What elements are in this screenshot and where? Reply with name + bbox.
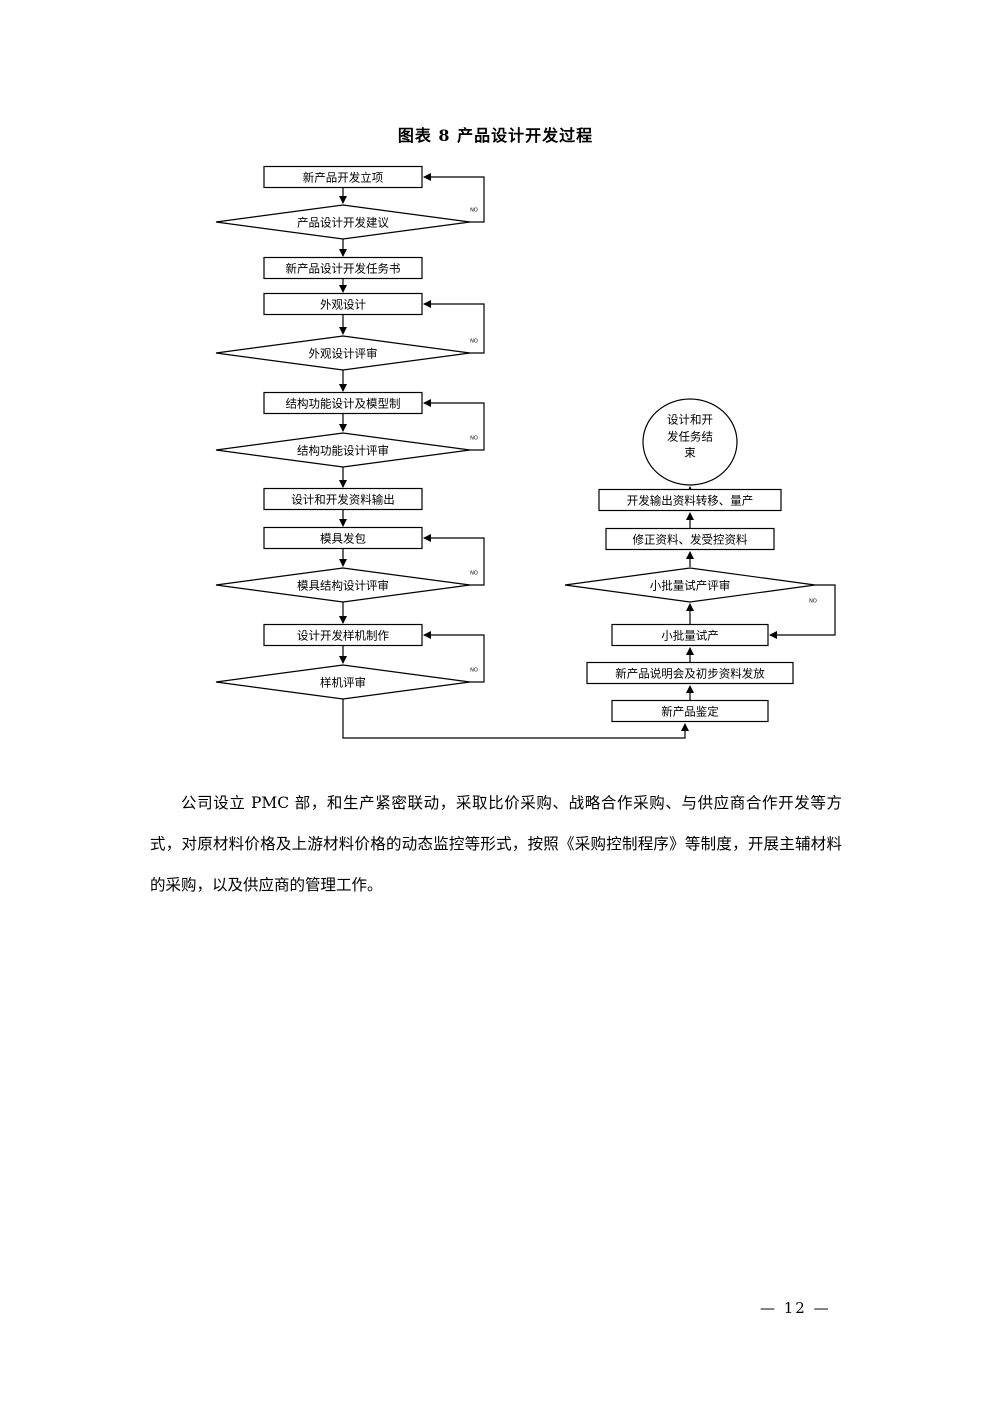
loop-d2-n3 [423,300,485,354]
loop-d1-n1-no-label: NO [470,208,478,214]
loop-d3-n4-no-label: NO [470,436,478,442]
process-box-n5 [263,487,423,511]
process-box-r4 [605,527,775,551]
loop-rd1-r3-no-label: NO [809,599,817,605]
loop-d4-n6-no-label: NO [470,571,478,577]
process-box-r2 [586,661,794,685]
flowchart: 新产品开发立项产品设计开发建议新产品设计开发任务书外观设计外观设计评审结构功能设… [215,165,836,739]
decision-label-d2: 外观设计评审 [309,347,378,361]
decision-d4 [215,567,471,603]
process-box-n7 [263,623,423,647]
process-label-r3: 小批量试产 [661,629,719,643]
process-label-n7: 设计开发样机制作 [297,629,389,643]
loop-d4-n6 [423,534,485,586]
process-label-n4: 结构功能设计及模型制 [286,397,401,411]
decision-d1 [215,204,471,240]
process-box-n6 [263,526,423,550]
end-label-line2: 发任务结 [667,430,713,444]
figure-caption: 图表 8 产品设计开发过程 [397,126,594,145]
process-box-n1 [263,165,423,189]
decision-label-rd1: 小批量试产评审 [650,579,731,593]
loop-d5-n7 [423,631,485,683]
decision-d3 [215,432,471,468]
loop-d3-n4 [423,399,485,451]
loop-d1-n1 [423,173,485,223]
process-label-r2: 新产品说明会及初步资料发放 [615,667,765,681]
process-label-n6: 模具发包 [320,532,366,546]
process-box-r3 [611,623,769,647]
process-box-n2 [263,256,423,280]
decision-d5 [215,664,471,700]
body-paragraph: 公司设立 PMC 部，和生产紧密联动，采取比价采购、战略合作采购、与供应商合作开… [150,794,842,894]
decision-d2 [215,335,471,371]
process-box-r1 [611,699,769,723]
process-box-n4 [263,391,423,415]
decision-label-d5: 样机评审 [320,676,366,690]
process-box-n3 [263,292,423,316]
process-label-r5: 开发输出资料转移、量产 [627,494,754,508]
arrow-d5-r1 [342,699,689,739]
decision-label-d4: 模具结构设计评审 [297,579,389,593]
process-label-n2: 新产品设计开发任务书 [286,262,401,276]
decision-label-d3: 结构功能设计评审 [297,444,389,458]
loop-d5-n7-no-label: NO [470,668,478,674]
process-label-n3: 外观设计 [320,298,366,312]
process-label-r1: 新产品鉴定 [661,705,719,719]
decision-label-d1: 产品设计开发建议 [297,216,389,230]
end-terminator [642,398,738,486]
loop-d2-n3-no-label: NO [470,339,478,345]
process-label-n5: 设计和开发资料输出 [291,493,395,507]
process-label-r4: 修正资料、发受控资料 [633,533,748,547]
decision-rd1 [564,567,816,603]
process-box-r5 [598,488,782,512]
end-label-line3: 束 [684,446,696,460]
end-label-line1: 设计和开 [667,413,713,427]
page-number: — 12 — [760,1299,831,1317]
process-label-n1: 新产品开发立项 [303,171,384,185]
loop-rd1-r3 [769,584,836,639]
